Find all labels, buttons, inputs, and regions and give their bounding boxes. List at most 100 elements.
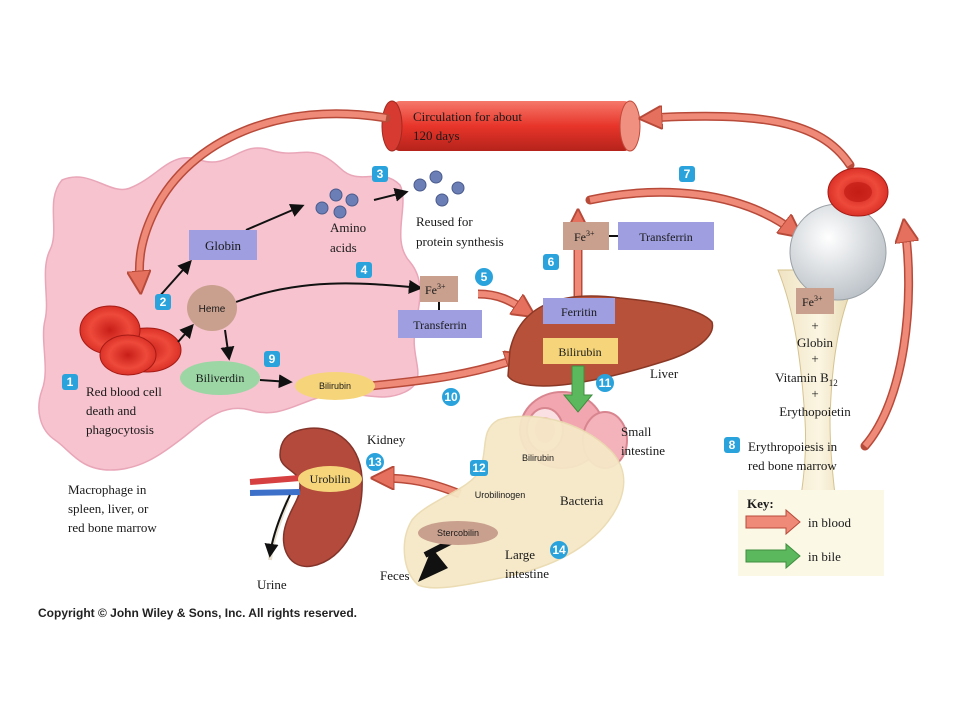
blood-vessel (381, 100, 641, 152)
globin-label: Globin (205, 238, 242, 253)
urobilin-label: Urobilin (310, 472, 351, 486)
urobilinogen-label: Urobilinogen (475, 490, 526, 500)
step-7 (679, 166, 695, 182)
rbc-label-line3: phagocytosis (86, 422, 154, 437)
arrow-to-globin (157, 259, 192, 299)
arrow-liver-to-intestine-bile (562, 365, 594, 413)
globin-box (189, 230, 257, 260)
ferritin-box (543, 298, 615, 324)
marrow-epo: Erythopoietin (779, 404, 851, 419)
kidney-label: Kidney (367, 432, 406, 447)
fe-marrow-box (796, 288, 834, 314)
key-title: Key: (747, 496, 774, 511)
bilirubin-liver-box (543, 338, 618, 364)
reused-line2: protein synthesis (416, 234, 504, 249)
stercobilin-label: Stercobilin (437, 528, 479, 538)
macrophage-label-line3: red bone marrow (68, 520, 157, 535)
fe-mid-box (420, 276, 458, 302)
key-bile-arrow (745, 542, 801, 570)
arrow-to-heme (177, 323, 194, 343)
step-10-num: 10 (444, 390, 458, 404)
fe-marrow-label: Fe3+ (802, 294, 823, 309)
amino-acid-dots (315, 170, 465, 219)
rbc-label-line2: death and (86, 403, 137, 418)
transferrin-top-label: Transferrin (639, 230, 693, 244)
step-4 (356, 262, 372, 278)
transferrin-mid-box (398, 310, 482, 338)
step-6-num: 6 (548, 255, 555, 269)
step-2-num: 2 (160, 295, 167, 309)
feces-label: Feces (380, 568, 410, 583)
large-intestine-line2: intestine (505, 566, 549, 581)
arrow-kidney-to-urine (264, 494, 291, 558)
fe-mid-label: Fe3+ (425, 282, 446, 297)
transferrin-mid-label: Transferrin (413, 318, 467, 332)
amino-acids-line1: Amino (330, 220, 366, 235)
step-6 (543, 254, 559, 270)
arrow-globin-to-amino (245, 203, 305, 231)
step-14-num: 14 (552, 543, 566, 557)
step-1-num: 1 (67, 375, 74, 389)
erythropoiesis-line1: Erythropoiesis in (748, 439, 838, 454)
circulation-label-line2: 120 days (413, 128, 460, 143)
arrow-urobilinogen-to-kidney (380, 478, 462, 497)
red-blood-cells-macrophage (79, 305, 182, 376)
step-13 (366, 453, 384, 471)
marrow-vitamin: Vitamin B12 (775, 370, 838, 388)
step-7-num: 7 (684, 167, 691, 181)
bacteria-label: Bacteria (560, 493, 604, 508)
amino-acids-line2: acids (330, 240, 357, 255)
urine-label: Urine (257, 577, 287, 592)
key-legend: Key: in blood in bile (738, 490, 884, 576)
fe-top-label: Fe3+ (574, 229, 595, 244)
step-8 (724, 437, 740, 453)
arrow-heme-to-biliverdin (220, 329, 235, 361)
bilirubin-intestine-label: Bilirubin (522, 453, 554, 463)
plus-1: + (811, 318, 818, 333)
biliverdin-oval (180, 361, 260, 395)
arrow-rbc-to-vessel (643, 111, 855, 170)
red-blood-cell-circulating (827, 167, 889, 217)
reused-line1: Reused for (416, 214, 473, 229)
circulation-label-line1: Circulation for about (413, 109, 522, 124)
step-5 (475, 268, 493, 286)
step-13-num: 13 (368, 455, 382, 469)
transferrin-top-box (618, 222, 714, 250)
step-11-num: 11 (599, 376, 612, 390)
arrow-bilirubin-to-liver (369, 358, 520, 389)
step-1 (62, 374, 78, 390)
biliverdin-label: Biliverdin (196, 371, 245, 385)
small-intestine-line2: intestine (621, 443, 665, 458)
step-12-num: 12 (472, 461, 486, 475)
step-4-num: 4 (361, 263, 368, 277)
step-9-num: 9 (269, 352, 276, 366)
key-blood-label: in blood (808, 515, 851, 530)
arrow-heme-to-fe (235, 279, 423, 303)
marrow-globin: Globin (797, 335, 834, 350)
bilirubin-blood-label: Bilirubin (319, 381, 351, 391)
large-intestine-line1: Large (505, 547, 535, 562)
step-markers: 1 2 3 4 5 6 7 8 9 10 11 12 13 14 (62, 166, 740, 559)
copyright-text: Copyright © John Wiley & Sons, Inc. All … (38, 606, 357, 620)
step-9 (264, 351, 280, 367)
bilirubin-blood-oval (295, 372, 375, 400)
step-12 (470, 460, 488, 476)
arrow-biliverdin-to-bilirubin (259, 374, 293, 389)
macrophage-label-line2: spleen, liver, or (68, 501, 149, 516)
step-5-num: 5 (481, 270, 488, 284)
step-2 (155, 294, 171, 310)
key-bile-label: in bile (808, 549, 841, 564)
step-3 (372, 166, 388, 182)
step-8-num: 8 (729, 438, 736, 452)
plus-2: + (811, 351, 818, 366)
macrophage-label-line1: Macrophage in (68, 482, 147, 497)
heme-oval (187, 285, 237, 331)
step-10 (442, 388, 460, 406)
small-intestine-line1: Small (621, 424, 652, 439)
urobilin-oval (298, 466, 362, 492)
rbc-label-line1: Red blood cell (86, 384, 162, 399)
heme-label: Heme (199, 304, 226, 315)
ferritin-label: Ferritin (561, 305, 597, 319)
arrow-transferrin-to-liver (477, 291, 528, 312)
